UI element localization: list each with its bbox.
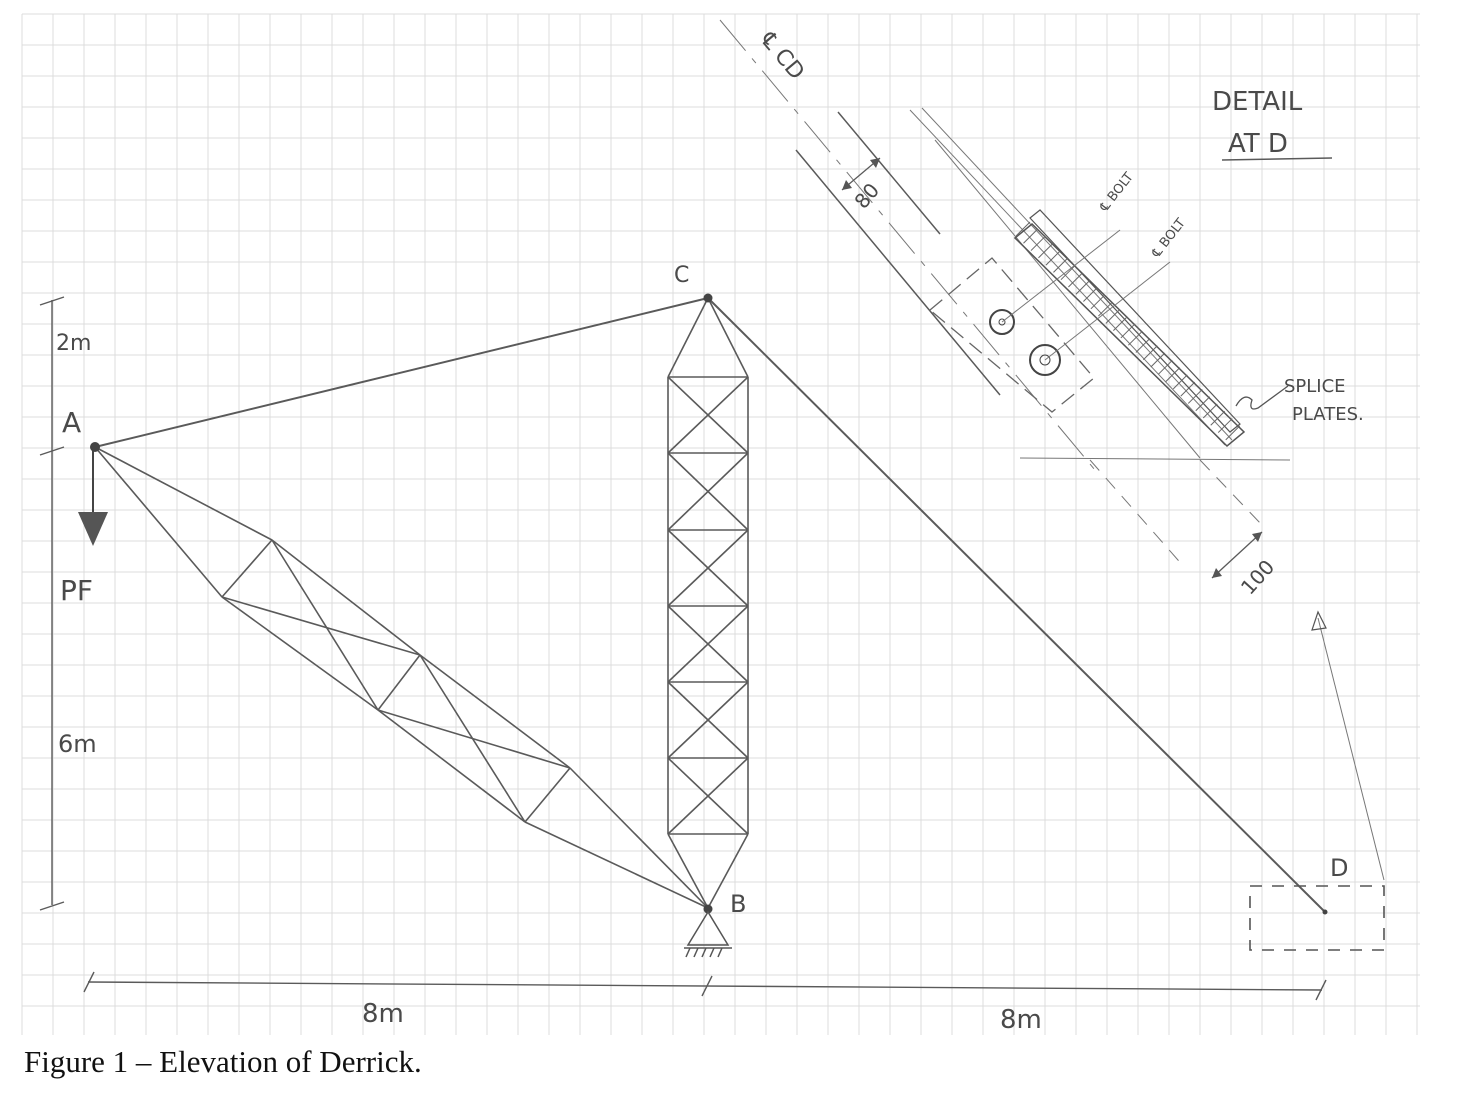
bolt-1-label: ℄ BOLT bbox=[1097, 170, 1137, 215]
vertical-dimension-line bbox=[39, 296, 65, 911]
dim-span-right: 8m bbox=[1000, 1005, 1042, 1035]
node-d-pin bbox=[1322, 909, 1328, 915]
detail-leader-line bbox=[1317, 617, 1385, 881]
bolt-1-icon bbox=[989, 309, 1015, 335]
node-d-label: D bbox=[1330, 854, 1348, 882]
cable-ac bbox=[94, 297, 709, 448]
node-a-pin bbox=[90, 442, 100, 452]
pin-support-icon bbox=[684, 910, 732, 958]
mast-bc bbox=[667, 297, 749, 909]
dim-height-top: 2m bbox=[56, 331, 91, 356]
node-a-label: A bbox=[62, 406, 81, 439]
load-label: PF bbox=[60, 574, 93, 607]
node-c-pin bbox=[703, 293, 713, 303]
splice-plates bbox=[1013, 209, 1246, 448]
dim-height-main: 6m bbox=[58, 730, 97, 758]
load-arrow-icon bbox=[78, 450, 108, 546]
detail-callout-box bbox=[1249, 885, 1385, 951]
bolt-2-icon bbox=[1029, 344, 1061, 376]
horizontal-dimension-line bbox=[83, 971, 1327, 1001]
detail-title-line1: DETAIL bbox=[1212, 87, 1303, 117]
detail-title-underline bbox=[1221, 157, 1333, 161]
cable-cd bbox=[707, 297, 1326, 913]
detail-title-line2: AT D bbox=[1228, 129, 1288, 159]
dim-80-label: 80 bbox=[849, 178, 884, 213]
splice-label-line1: SPLICE bbox=[1284, 376, 1346, 397]
boom-ab bbox=[94, 446, 709, 909]
graph-paper-grid bbox=[21, 13, 1420, 1035]
node-b-pin bbox=[703, 904, 713, 914]
centerline-cd bbox=[719, 19, 1096, 471]
bolt-group bbox=[928, 229, 1171, 413]
splice-label-line2: PLATES. bbox=[1292, 404, 1364, 425]
dim-100-label: 100 bbox=[1236, 555, 1279, 599]
dim-span-left: 8m bbox=[362, 999, 404, 1029]
node-c-label: C bbox=[674, 263, 689, 288]
detail-leader-arrow-icon bbox=[1311, 610, 1327, 631]
figure-caption: Figure 1 – Elevation of Derrick. bbox=[24, 1044, 422, 1079]
node-b-label: B bbox=[730, 890, 746, 918]
